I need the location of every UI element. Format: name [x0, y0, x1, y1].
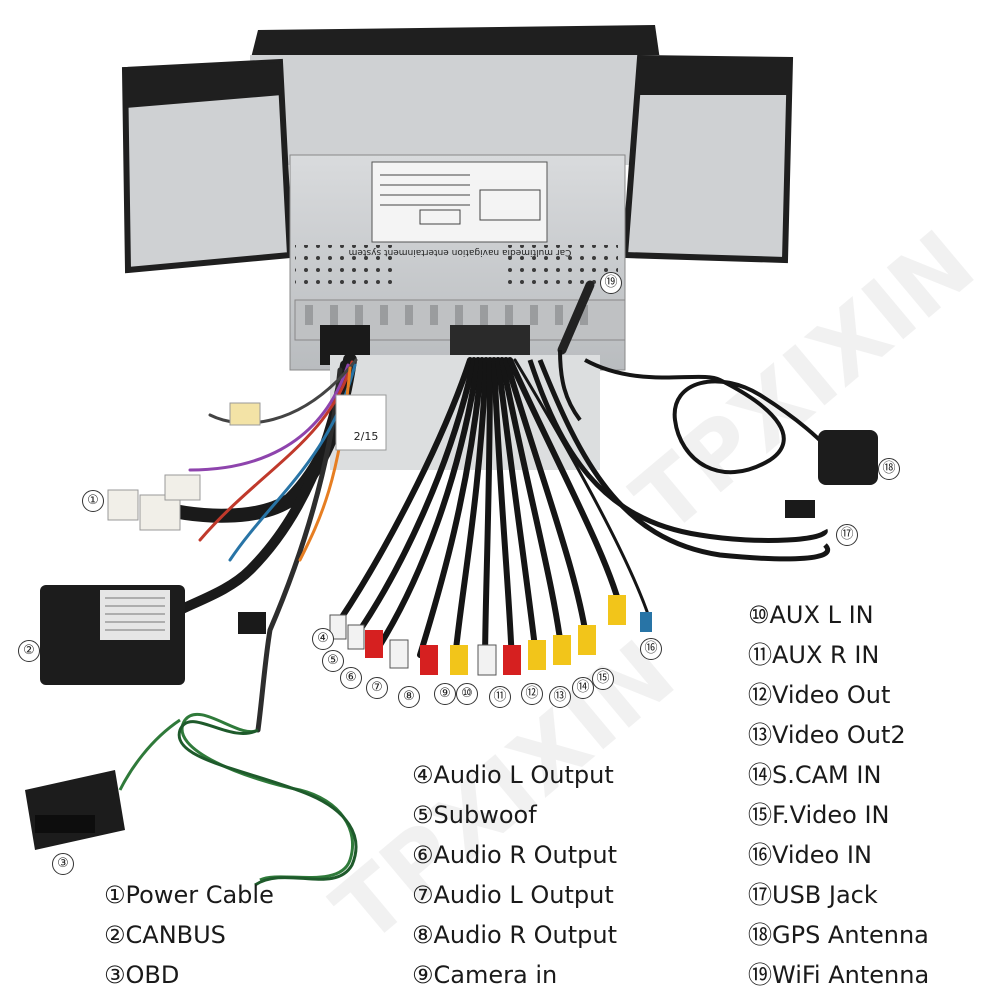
callout-12: ⑫ [521, 683, 543, 705]
legend-left: ①Power Cable ②CANBUS ③OBD [104, 875, 274, 995]
harness-tag-text: 2/15 [354, 430, 379, 443]
head-unit: Car multimedia navigation entertainment … [121, 25, 794, 470]
rca-plug-10 [477, 644, 497, 676]
legend-item: ③OBD [104, 961, 180, 989]
legend-item: ⑤Subwoof [412, 801, 537, 829]
callout-11: ⑪ [489, 686, 511, 708]
callout-6: ⑥ [340, 667, 362, 689]
legend-item: ⑪AUX R IN [748, 641, 880, 669]
legend-item: ⑬Video Out2 [748, 721, 906, 749]
rca-plug-8 [420, 645, 438, 675]
callout-7: ⑦ [366, 677, 388, 699]
callout-19: ⑲ [600, 272, 622, 294]
legend-item: ⑱GPS Antenna [748, 921, 929, 949]
rca-plug-6 [365, 630, 383, 658]
legend-item: ⑭S.CAM IN [748, 761, 882, 789]
rca-plug-13 [553, 635, 571, 665]
callout-3: ③ [52, 853, 74, 875]
rca-plug-16 [640, 612, 652, 632]
harness-connectors: 2/15 [107, 394, 387, 634]
callout-1: ① [82, 490, 104, 512]
legend-item: ⑲WiFi Antenna [748, 961, 930, 989]
legend-item: ⑥Audio R Output [412, 841, 618, 869]
usb-cable [527, 359, 830, 562]
callout-17: ⑰ [836, 524, 858, 546]
obd-connector [25, 770, 125, 850]
callout-18: ⑱ [878, 458, 900, 480]
legend-item: ⑰USB Jack [748, 881, 878, 909]
device-label-text: Car multimedia navigation entertainment … [349, 247, 572, 257]
rca-plug-15 [608, 595, 626, 625]
gps-antenna [818, 430, 878, 485]
callout-2: ② [18, 640, 40, 662]
rca-plug-14 [578, 625, 596, 655]
legend-item: ⑦Audio L Output [412, 881, 614, 909]
legend-item: ④Audio L Output [412, 761, 614, 789]
wifi-antenna-cable [558, 349, 582, 422]
callout-4: ④ [312, 628, 334, 650]
callout-10: ⑩ [456, 683, 478, 705]
legend-right: ⑩AUX L IN ⑪AUX R IN ⑫Video Out ⑬Video Ou… [748, 595, 929, 995]
legend-item: ⑩AUX L IN [748, 601, 874, 629]
callout-15: ⑮ [592, 668, 614, 690]
usb-connector [785, 500, 815, 518]
rca-plugs [329, 595, 652, 676]
rca-plug-5 [347, 624, 365, 650]
legend-item: ⑫Video Out [748, 681, 891, 709]
canbus-box [40, 585, 185, 685]
rca-plug-4 [329, 614, 347, 640]
legend-item: ②CANBUS [104, 921, 226, 949]
legend-item: ①Power Cable [104, 881, 274, 909]
legend-item: ⑧Audio R Output [412, 921, 618, 949]
rca-plug-11 [503, 645, 521, 675]
callout-14: ⑭ [572, 677, 594, 699]
legend-middle: ④Audio L Output ⑤Subwoof ⑥Audio R Output… [412, 755, 617, 995]
callout-13: ⑬ [549, 686, 571, 708]
legend-item: ⑮F.Video IN [748, 801, 890, 829]
gps-cable [584, 358, 832, 475]
rca-cables [337, 357, 652, 668]
callout-9: ⑨ [434, 683, 456, 705]
legend-item: ⑯Video IN [748, 841, 872, 869]
legend-item: ⑨Camera in [412, 961, 558, 989]
callout-8: ⑧ [398, 686, 420, 708]
callout-5: ⑤ [322, 650, 344, 672]
rca-plug-9 [450, 645, 468, 675]
rca-plug-7 [389, 639, 409, 669]
obd-cable [118, 712, 358, 887]
rca-plug-12 [528, 640, 546, 670]
callout-16: ⑯ [640, 638, 662, 660]
